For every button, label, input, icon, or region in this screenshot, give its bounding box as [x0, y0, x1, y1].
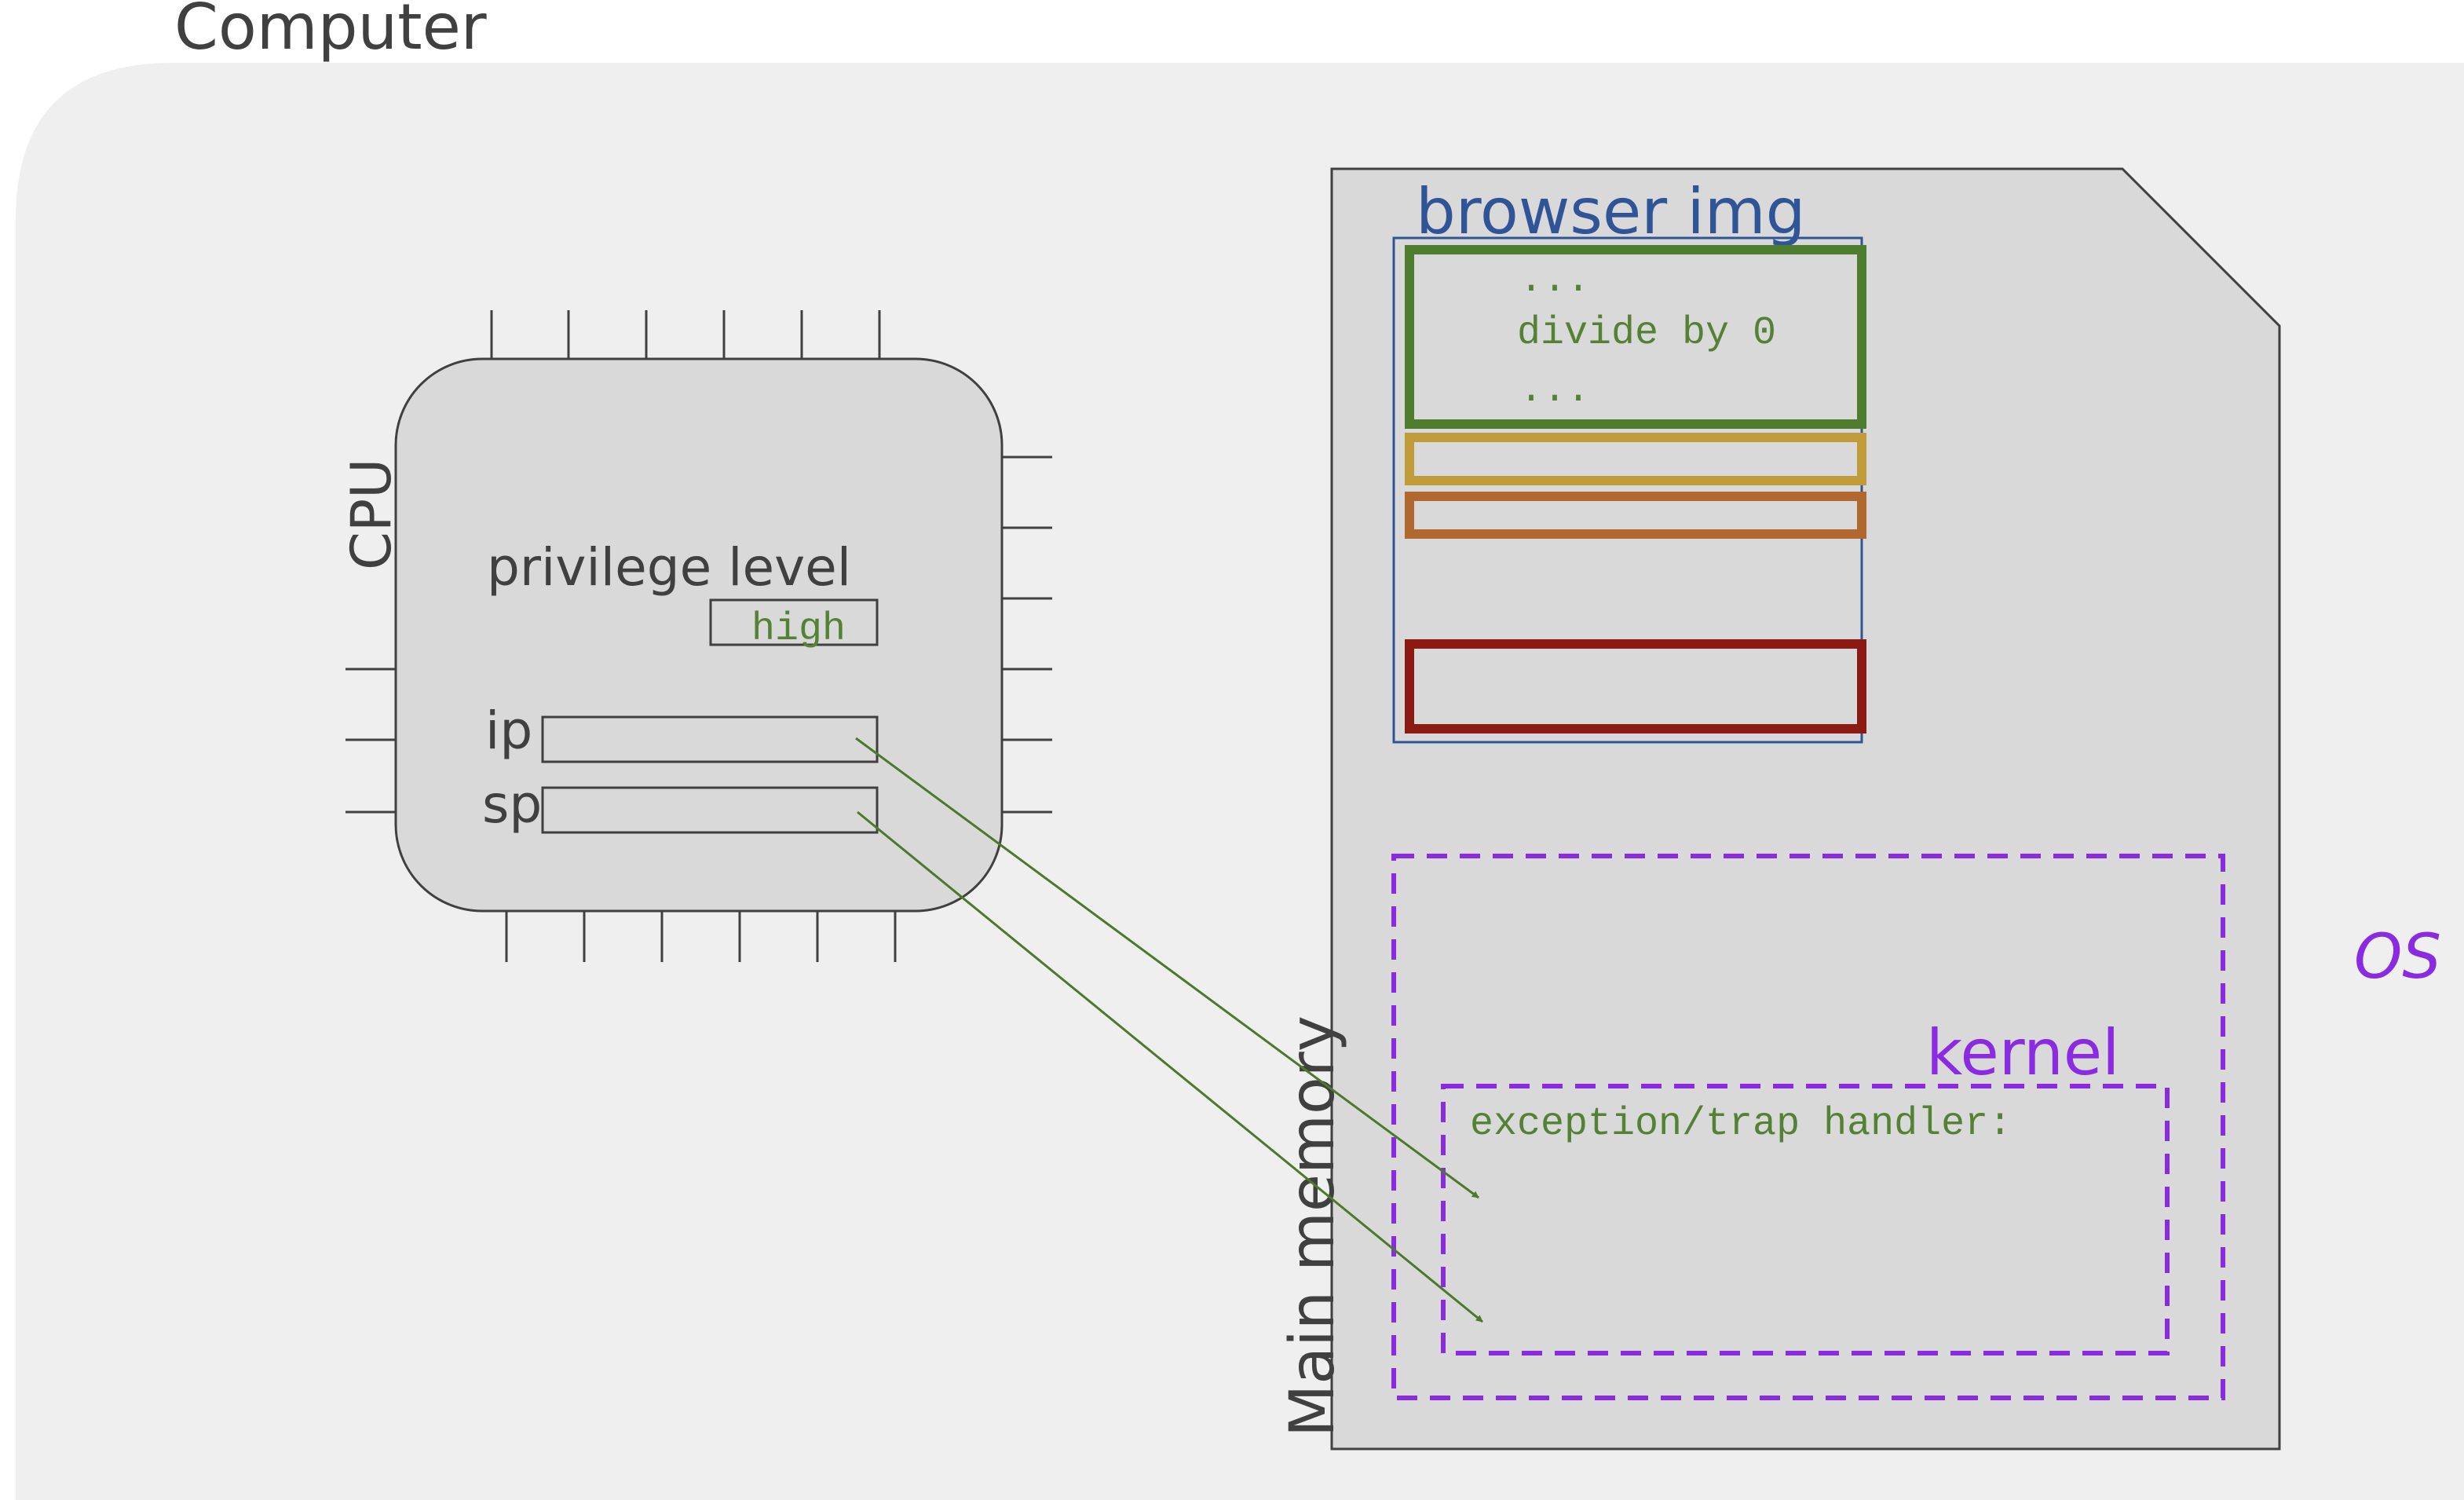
sp-pointer-arrow — [857, 810, 1483, 1323]
os-label: OS — [2354, 922, 2441, 993]
sp-label: sp — [482, 774, 542, 835]
ip-pointer-arrow — [855, 737, 1479, 1199]
ip-label: ip — [485, 701, 532, 761]
privilege-level-label: privilege level — [487, 537, 851, 598]
cpu-chip — [394, 357, 1004, 913]
privilege-level-value: high — [751, 607, 846, 652]
browser-image-region — [1392, 236, 1863, 744]
browser-stack-block — [1405, 639, 1866, 734]
kernel-label: kernel — [1926, 1016, 2119, 1089]
code-line: ... — [1519, 258, 1590, 303]
browser-heap-block — [1405, 492, 1866, 539]
code-line: ... — [1519, 368, 1590, 413]
ip-register — [541, 715, 879, 763]
kernel-region — [1441, 1084, 2170, 1355]
browser-code-block — [1405, 245, 1866, 429]
main-memory-label: Main memory — [1278, 1015, 1348, 1437]
browser-image-label: browser img — [1416, 175, 1805, 248]
code-line: divide by 0 — [1517, 311, 1776, 356]
os-region — [1391, 854, 2225, 1400]
computer-title: Computer — [174, 0, 487, 64]
browser-data-block — [1405, 433, 1866, 485]
cpu-label: CPU — [339, 459, 404, 570]
sp-register — [541, 786, 879, 834]
cpu-pins — [345, 310, 1052, 962]
exception-handler-label: exception/trap handler: — [1470, 1102, 2012, 1147]
privilege-level-register — [709, 598, 879, 646]
main-memory — [1330, 167, 2281, 1451]
